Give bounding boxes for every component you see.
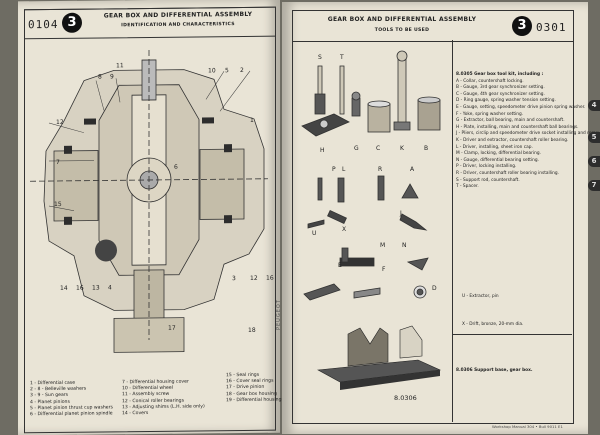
right-page-code: 0301 (536, 21, 567, 34)
tool-letter-N: N (402, 242, 407, 249)
legend-item: 6 - Differential planet pinion spindle (30, 411, 113, 418)
tool-letter-P: P (332, 166, 336, 173)
callout-2: 2 (240, 67, 244, 74)
callout-1: 1 (250, 117, 254, 124)
callout-18: 18 (248, 327, 256, 334)
extractor-pin-item: U - Extractor, pin (462, 294, 499, 301)
left-page: 0104 3 GEAR BOX AND DIFFERENTIAL ASSEMBL… (18, 0, 280, 435)
right-section-badge: 3 (512, 16, 532, 36)
tool-letter-F: F (382, 266, 385, 273)
tool-letter-H: H (320, 147, 325, 154)
right-page-title: GEAR BOX AND DIFFERENTIAL ASSEMBLY (302, 16, 502, 23)
tool-letter-M: M (380, 242, 385, 249)
legend-item: 14 - Covers (122, 410, 205, 417)
toolkit-item: T - Spacer. (456, 184, 570, 191)
callout-3: 3 (232, 275, 236, 282)
toolkit-item: M - Clamp, locking, differential bearing… (456, 151, 570, 158)
toolkit-item: P - Driver, locking installing. (456, 164, 570, 171)
toolkit-item: R - Driver, countershaft roller bearing … (456, 171, 570, 178)
tool-letter-T: T (340, 54, 344, 61)
callout-13: 13 (92, 285, 100, 292)
bronze-drift-item: X - Drift, bronze, 20-mm dia. (462, 322, 523, 329)
toolkit-item: B - Gauge, 3rd gear synchronizer setting… (456, 85, 570, 92)
tool-letter-B: B (424, 145, 428, 152)
right-page-subtitle: TOOLS TO BE USED (302, 28, 502, 33)
toolkit-item: J - Pliers, circlip and speedometer driv… (456, 131, 570, 138)
tool-letter-K: K (400, 145, 404, 152)
page-footer: Workshop Manual 304 • Bull 9011 E1 (492, 424, 563, 429)
callout-16: 16 (76, 285, 84, 292)
tool-letter-S: S (318, 54, 322, 61)
callout-12-right: 12 (250, 275, 258, 282)
legend-column-1: 1 - Differential case 2 - 8 - Belleville… (30, 380, 113, 418)
callout-11: 11 (116, 62, 124, 69)
callout-4: 4 (108, 284, 112, 291)
toolkit-item: D - Ring gauge, spring washer tension se… (456, 98, 570, 105)
legend-column-2: 7 - Differential housing cover 10 - Diff… (122, 379, 205, 417)
tool-letter-D: D (432, 285, 437, 292)
callout-12: 12 (56, 119, 64, 126)
support-base-heading: 8.0306 Support base, gear box. (456, 368, 533, 375)
tool-letter-X: X (342, 226, 346, 233)
toolkit-item: K - Driver and extractor, countershaft r… (456, 138, 570, 145)
side-tab-6[interactable]: 6 (588, 156, 600, 167)
toolkit-list: 8.0305 Gear box tool kit, including : A … (456, 72, 570, 191)
callout-14: 14 (60, 285, 68, 292)
left-page-code: 0104 (28, 18, 59, 31)
side-tab-7[interactable]: 7 (588, 180, 600, 191)
callout-7: 7 (56, 159, 60, 166)
left-section-badge: 3 (62, 13, 82, 33)
tool-letter-A: A (410, 166, 414, 173)
legend-column-3: 15 - Seal rings 16 - Cover seal rings 17… (226, 373, 282, 405)
tool-letter-R: R (378, 166, 382, 173)
tools-drawing (294, 44, 454, 304)
callout-9: 9 (110, 73, 114, 80)
callout-15: 15 (54, 201, 62, 208)
tool-letter-J: J (400, 210, 402, 217)
tool-letter-L: L (342, 166, 345, 173)
callout-10: 10 (208, 67, 216, 74)
callout-8: 8 (98, 73, 102, 80)
callout-6: 6 (174, 164, 178, 171)
tool-letter-U: U (312, 230, 316, 237)
support-base-label: 8.0306 (394, 394, 417, 402)
callout-17: 17 (168, 325, 176, 332)
side-tab-4[interactable]: 4 (588, 100, 600, 111)
support-base-photo (308, 320, 448, 400)
callout-16-right: 16 (266, 275, 274, 282)
toolkit-item: E - Gauge, setting, speedometer drive pi… (456, 105, 570, 112)
side-tab-5[interactable]: 5 (588, 132, 600, 143)
tool-letter-G: G (354, 145, 359, 152)
tool-letter-E: E (338, 262, 342, 269)
callout-5: 5 (225, 67, 229, 74)
section-divider (452, 334, 572, 335)
toolkit-item: G - Extractor, ball bearing, main and co… (456, 118, 570, 125)
legend-item: 19 - Differential housing (226, 397, 282, 404)
tool-letter-C: C (376, 145, 380, 152)
toolkit-heading: 8.0305 Gear box tool kit, including : (456, 72, 570, 79)
right-page: GEAR BOX AND DIFFERENTIAL ASSEMBLY TOOLS… (282, 2, 588, 434)
